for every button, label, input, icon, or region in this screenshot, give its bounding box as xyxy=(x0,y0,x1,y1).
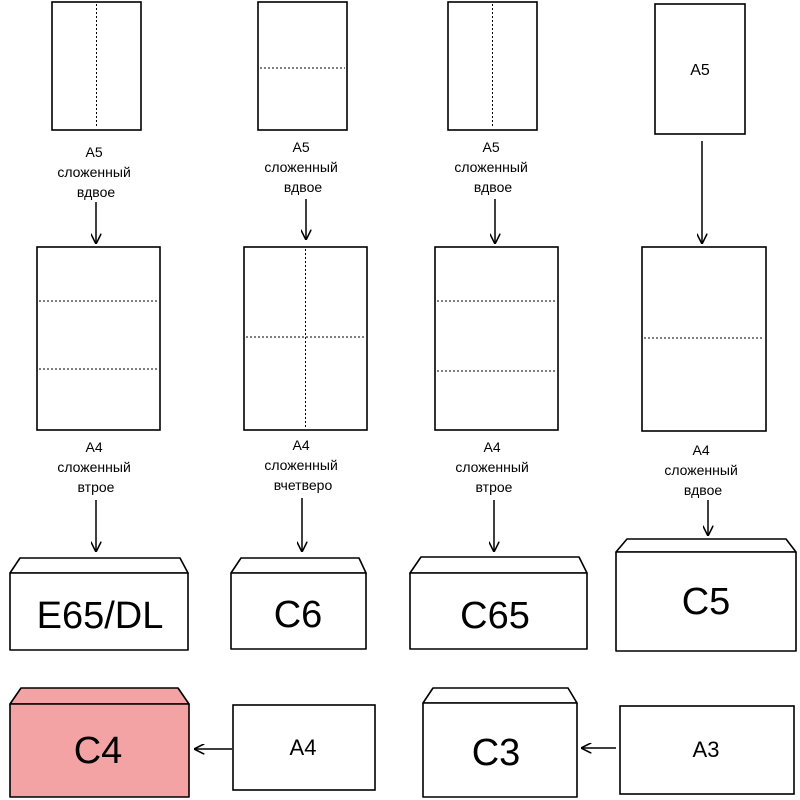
envelope-flap xyxy=(9,557,189,574)
a4-sheet-label: A4 xyxy=(290,735,317,760)
a4-caption-1: A4 сложенный втрое xyxy=(57,439,134,495)
envelope-label-c65: C65 xyxy=(460,595,530,637)
envelope-flap xyxy=(230,557,367,574)
a4-caption-4: A4 сложенный вдвое xyxy=(664,442,741,498)
envelope-c65 xyxy=(409,572,588,650)
a5-label-4: A5 xyxy=(690,62,710,79)
a4-sheet-3 xyxy=(434,246,559,431)
column-2: A5 сложенный вдвое A4 сложенный вчетверо… xyxy=(230,1,368,650)
envelope-label-c6: C6 xyxy=(274,594,323,636)
a4-sheet-1 xyxy=(36,246,161,431)
column-1: A5 сложенный вдвое A4 сложенный втрое E6… xyxy=(9,1,189,651)
a5-sheet-2 xyxy=(257,1,348,131)
a5-caption-2: A5 сложенный вдвое xyxy=(264,139,341,195)
envelope-flap xyxy=(9,687,190,705)
envelope-flap xyxy=(615,538,797,553)
a4-sheet-4 xyxy=(641,246,767,432)
column-3: A5 сложенный вдвое A4 сложенный втрое C6… xyxy=(409,1,588,650)
envelope-flap xyxy=(422,687,578,704)
envelope-c6 xyxy=(230,572,367,650)
a4-caption-3: A4 сложенный втрое xyxy=(455,439,532,495)
a3-sheet-label: A3 xyxy=(693,737,720,762)
a5-caption-1: A5 сложенный вдвое xyxy=(57,144,134,200)
a5-sheet-4 xyxy=(654,3,746,135)
envelope-flap xyxy=(409,556,588,574)
envelope-label-c4: C4 xyxy=(74,730,123,772)
envelope-label-c3: C3 xyxy=(472,732,521,774)
envelope-c3 xyxy=(422,702,578,798)
a4-sheet-landscape xyxy=(232,704,376,791)
column-4: A5 A4 сложенный вдвое C5 xyxy=(615,3,797,652)
a5-caption-3: A5 сложенный вдвое xyxy=(454,139,531,195)
envelope-c4 xyxy=(9,703,190,798)
a4-caption-2: A4 сложенный вчетверо xyxy=(264,437,341,493)
bottom-row: C4 A4 C3 A3 xyxy=(9,687,795,798)
envelope-e65dl xyxy=(9,572,189,651)
envelope-label-c5: C5 xyxy=(682,581,731,623)
envelope-label-e65dl: E65/DL xyxy=(37,595,164,637)
envelope-c5 xyxy=(615,551,797,652)
a3-sheet-landscape xyxy=(619,705,795,795)
